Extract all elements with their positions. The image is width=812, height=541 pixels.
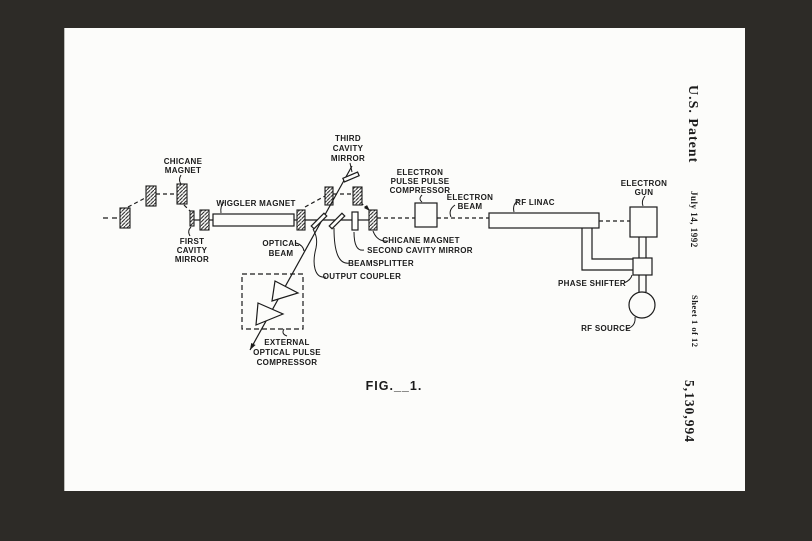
output-coupler-mirror [310, 212, 328, 230]
label-rf-linac: RF LINAC [515, 198, 555, 207]
linac-waveguide-outer [581, 228, 633, 271]
leader [419, 194, 423, 203]
label-chicane-magnet-left: CHICANE [164, 157, 203, 166]
label-rf-source: RF SOURCE [581, 324, 631, 333]
leader [641, 195, 646, 207]
label-leaders [179, 162, 646, 337]
label-chicane-magnet-left: MAGNET [165, 166, 201, 175]
leader [449, 204, 456, 218]
first-cavity-mirror [189, 210, 195, 227]
label-optical-beam: OPTICAL [262, 239, 299, 248]
chicane-magnet-center-group [296, 186, 378, 231]
label-electron-pulse-compressor: ELECTRON [397, 168, 443, 177]
leader [333, 227, 351, 264]
label-wiggler-magnet: WIGGLER MAGNET [216, 199, 295, 208]
label-electron-gun: ELECTRON [621, 179, 667, 188]
diagram-labels: CHICANE MAGNET FIRST CAVITY MIRROR WIGGL… [164, 134, 667, 393]
leader [623, 274, 633, 284]
leader [353, 231, 365, 251]
label-electron-pulse-compressor: COMPRESSOR [390, 186, 451, 195]
chicane-magnet-block [324, 186, 334, 206]
label-second-cavity-mirror: SECOND CAVITY MIRROR [367, 246, 473, 255]
label-chicane-magnet-center: CHICANE MAGNET [382, 236, 460, 245]
label-electron-beam: BEAM [458, 202, 483, 211]
leader [349, 162, 353, 173]
third-cavity-mirror [342, 171, 360, 183]
gun-waveguide [638, 237, 647, 258]
waveguide-group [581, 228, 647, 292]
label-first-cavity-mirror: FIRST [180, 237, 205, 246]
rf-linac-box [488, 212, 600, 229]
second-cavity-mirror [351, 211, 359, 231]
chicane-magnet-block [145, 185, 157, 207]
margin-sheet-number: Sheet 1 of 12 [690, 295, 700, 348]
chicane-magnet-block [199, 209, 210, 231]
beamsplitter-mirror [328, 212, 346, 230]
optical-beam-arrowhead [250, 343, 256, 350]
leader [372, 230, 389, 242]
leader [626, 316, 636, 330]
wiggler-magnet-box [212, 213, 295, 227]
label-electron-gun: GUN [635, 188, 654, 197]
linac-waveguide-inner [591, 228, 633, 260]
cavity-optics-group [310, 171, 360, 231]
label-first-cavity-mirror: MIRROR [175, 255, 209, 264]
leader [220, 201, 225, 214]
label-external-compressor: OPTICAL PULSE [253, 348, 321, 357]
external-compressor-dashed-box [241, 273, 304, 330]
label-phase-shifter: PHASE SHIFTER [558, 279, 626, 288]
label-optical-beam: BEAM [269, 249, 294, 258]
optical-beam-line [249, 165, 353, 351]
leader [282, 328, 288, 337]
phase-shifter-box [632, 257, 653, 276]
margin-date: July 14, 1992 [689, 191, 699, 248]
beam-center-chicane-diag-1 [304, 195, 326, 208]
leader [513, 199, 520, 213]
beam-chicane-diag-1 [127, 196, 148, 208]
label-first-cavity-mirror: CAVITY [177, 246, 208, 255]
label-third-cavity-mirror: THIRD [335, 134, 361, 143]
source-waveguide [638, 275, 647, 292]
optical-beam-ray [249, 165, 353, 351]
margin-us-patent: U.S. Patent [685, 85, 700, 164]
label-output-coupler: OUTPUT COUPLER [323, 272, 401, 281]
external-optical-pulse-compressor-group [241, 273, 304, 330]
leader [295, 242, 305, 252]
chicane-magnet-block [352, 186, 363, 206]
leader [188, 226, 192, 237]
leader [312, 228, 327, 278]
label-external-compressor: COMPRESSOR [257, 358, 318, 367]
margin-patent-number: 5,130,994 [682, 380, 697, 443]
rf-source-circle [628, 291, 656, 319]
electron-gun-box [629, 206, 658, 238]
prism [255, 302, 285, 326]
chicane-magnet-block [296, 209, 306, 231]
chicane-magnet-left-group [119, 183, 210, 231]
label-external-compressor: EXTERNAL [264, 338, 310, 347]
chicane-magnet-block [176, 183, 188, 205]
label-third-cavity-mirror: CAVITY [333, 144, 364, 153]
label-electron-beam: ELECTRON [447, 193, 493, 202]
chicane-magnet-block [368, 209, 378, 231]
chicane-magnet-block [119, 207, 131, 229]
electron-pulse-compressor-box [414, 202, 438, 228]
leader [179, 174, 182, 185]
label-third-cavity-mirror: MIRROR [331, 154, 365, 163]
figure-number-label: FIG.__1. [366, 379, 423, 393]
label-beamsplitter: BEAMSPLITTER [348, 259, 414, 268]
label-electron-pulse-compressor: PULSE PULSE [391, 177, 450, 186]
prism [271, 280, 300, 302]
patent-sheet-page: CHICANE MAGNET FIRST CAVITY MIRROR WIGGL… [64, 28, 745, 491]
fel-schematic-figure: CHICANE MAGNET FIRST CAVITY MIRROR WIGGL… [103, 134, 667, 393]
